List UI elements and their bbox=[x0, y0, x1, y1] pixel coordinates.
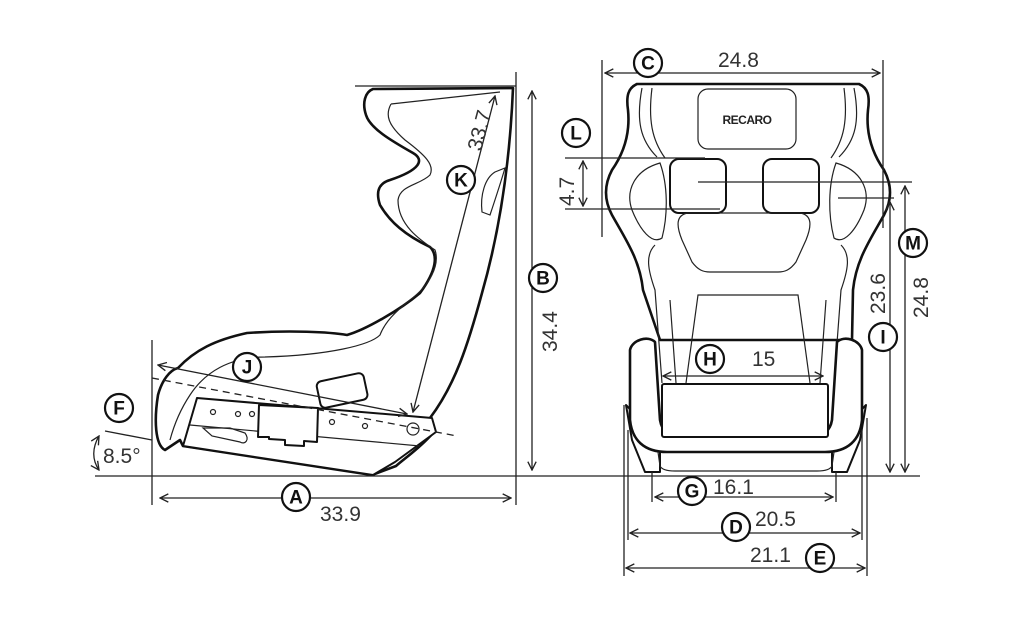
dimension-k: K 33.7 bbox=[445, 108, 496, 196]
front-right-shoulder-pad bbox=[762, 158, 820, 214]
dimension-l: L 4.7 bbox=[556, 117, 592, 206]
label-letter: I bbox=[880, 328, 885, 349]
dimension-value: 8.5° bbox=[103, 445, 141, 468]
front-base-frame bbox=[628, 337, 864, 454]
front-bolster-lines bbox=[629, 87, 867, 384]
label-letter: H bbox=[703, 350, 717, 371]
label-letter: B bbox=[536, 269, 550, 290]
dimension-value: 20.5 bbox=[755, 508, 796, 531]
dimension-value: 21.1 bbox=[750, 544, 791, 567]
side-view bbox=[151, 86, 515, 477]
dimension-a: A 33.9 bbox=[280, 481, 361, 526]
dimension-g: G 16.1 bbox=[676, 475, 754, 507]
label-letter: D bbox=[729, 518, 743, 539]
dimension-m: M 24.8 bbox=[897, 227, 933, 318]
dimension-value: 24.8 bbox=[910, 277, 933, 318]
angle-f-arc bbox=[94, 436, 99, 470]
dimension-k-arrow bbox=[413, 96, 495, 412]
front-seat-cushion bbox=[661, 383, 829, 438]
dimension-value: 16.1 bbox=[713, 476, 754, 499]
label-letter: K bbox=[454, 171, 468, 192]
front-view: RECARO bbox=[604, 82, 892, 473]
label-letter: C bbox=[641, 54, 655, 75]
dimension-f: F 8.5° bbox=[103, 392, 141, 468]
dimension-j-arrow bbox=[158, 365, 407, 414]
dimension-d: D 20.5 bbox=[720, 508, 796, 543]
angle-reference-line bbox=[104, 430, 153, 441]
recaro-logo: RECARO bbox=[722, 113, 771, 127]
dimension-value: 4.7 bbox=[556, 177, 579, 206]
dimension-value: 34.4 bbox=[539, 311, 562, 352]
label-letter: G bbox=[685, 482, 700, 503]
dimension-e: E 21.1 bbox=[750, 542, 836, 574]
front-left-shoulder-pad bbox=[669, 158, 727, 214]
label-letter: M bbox=[905, 234, 921, 255]
dimension-h: H 15 bbox=[694, 343, 775, 375]
side-dimension-lines bbox=[94, 72, 920, 505]
side-slider-lever bbox=[201, 427, 248, 444]
dimension-value: 24.8 bbox=[718, 49, 759, 72]
front-lumbar-pad bbox=[677, 212, 811, 273]
label-letter: J bbox=[242, 358, 253, 379]
label-letter: F bbox=[113, 399, 125, 420]
dimension-value: 15 bbox=[752, 348, 775, 371]
dimension-c: C 24.8 bbox=[632, 47, 759, 79]
label-letter: A bbox=[289, 488, 303, 509]
dimension-j: J bbox=[231, 351, 263, 383]
dimension-i: I 23.6 bbox=[867, 273, 899, 353]
dimension-b: B 34.4 bbox=[527, 262, 562, 352]
front-headrest-pad bbox=[697, 88, 797, 150]
dimension-value: 33.9 bbox=[320, 503, 361, 526]
front-bottom-bar bbox=[657, 451, 835, 472]
label-letter: E bbox=[814, 549, 827, 570]
dimension-value: 23.6 bbox=[867, 273, 890, 314]
label-letter: L bbox=[570, 124, 582, 145]
